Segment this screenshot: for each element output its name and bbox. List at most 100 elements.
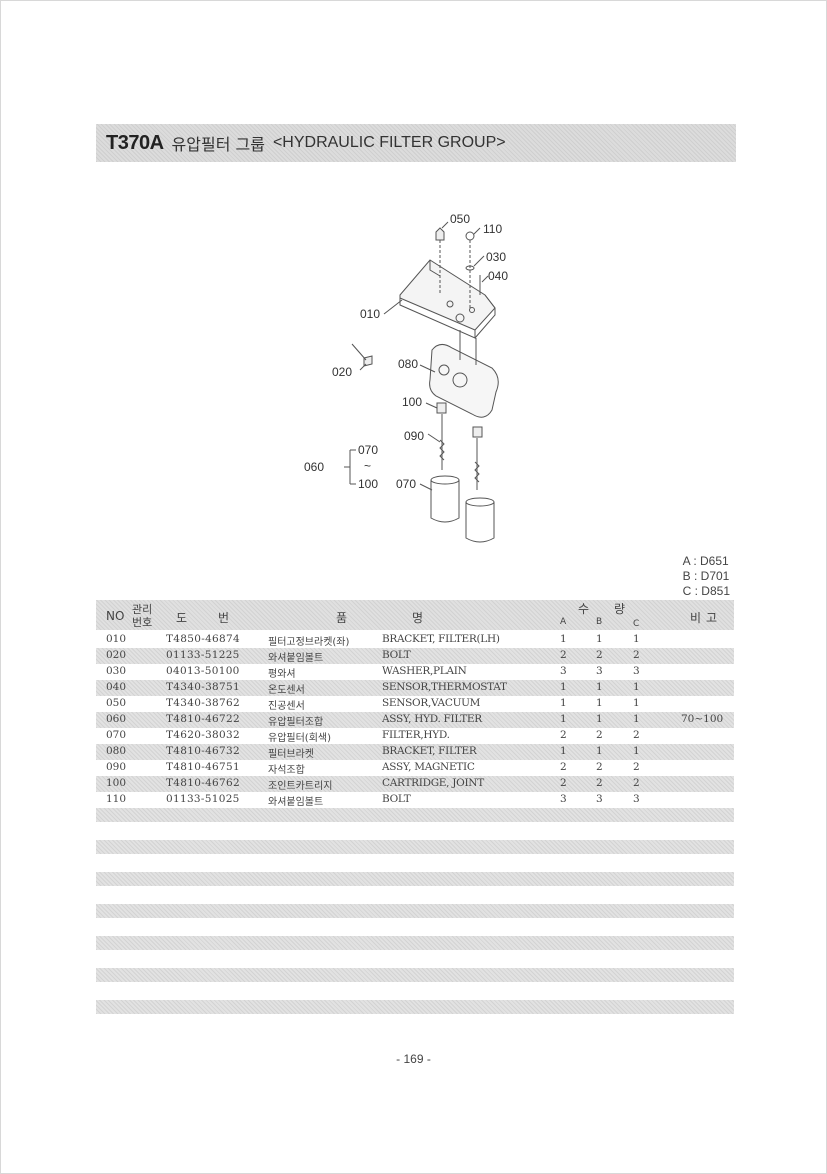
header-remark-1: 비 bbox=[690, 611, 702, 625]
cell-qty-a: 2 bbox=[560, 649, 567, 661]
header-qty-2: 량 bbox=[614, 602, 626, 616]
cell-no: 060 bbox=[106, 713, 127, 725]
table-header: NO 관리 번호 도 번 품 명 수 량 A B C 비 고 bbox=[96, 600, 734, 630]
cell-qty-b: 3 bbox=[596, 665, 603, 677]
blank-band bbox=[96, 904, 734, 918]
model-b: B : D701 bbox=[682, 569, 730, 583]
blank-band bbox=[96, 872, 734, 886]
cell-part-number: T4810-46751 bbox=[166, 761, 240, 773]
cell-qty-a: 3 bbox=[560, 793, 567, 805]
cell-name-english: ASSY, HYD. FILTER bbox=[382, 713, 482, 725]
callout-060-range-start: 070 bbox=[358, 443, 378, 457]
cell-qty-b: 2 bbox=[596, 729, 603, 741]
cell-qty-b: 1 bbox=[596, 697, 603, 709]
cell-name-english: BOLT bbox=[382, 793, 411, 805]
cell-qty-b: 3 bbox=[596, 793, 603, 805]
cell-qty-a: 2 bbox=[560, 777, 567, 789]
cell-no: 010 bbox=[106, 633, 127, 645]
cell-part-number: T4620-38032 bbox=[166, 729, 240, 741]
cell-name-korean: 조인트카트리지 bbox=[268, 781, 333, 792]
cell-qty-c: 2 bbox=[633, 729, 640, 741]
group-title-korean: 유압필터 그룹 bbox=[171, 135, 265, 154]
cell-qty-c: 2 bbox=[633, 777, 640, 789]
cell-name-korean: 와셔붙임볼트 bbox=[268, 797, 324, 808]
cell-no: 040 bbox=[106, 681, 127, 693]
callout-040: 040 bbox=[488, 269, 508, 283]
cell-name-korean: 와셔붙임볼트 bbox=[268, 653, 324, 664]
cell-part-number: T4850-46874 bbox=[166, 633, 240, 645]
cell-qty-c: 1 bbox=[633, 681, 640, 693]
cell-qty-c: 1 bbox=[633, 697, 640, 709]
cell-name-english: ASSY, MAGNETIC bbox=[382, 761, 475, 773]
cell-no: 100 bbox=[106, 777, 127, 789]
group-title-english: <HYDRAULIC FILTER GROUP> bbox=[272, 134, 506, 151]
blank-band bbox=[96, 968, 734, 982]
cell-name-korean: 유압필터조합 bbox=[268, 717, 324, 728]
cell-name-english: SENSOR,VACUUM bbox=[382, 697, 481, 709]
header-no: NO bbox=[106, 609, 125, 623]
cell-no: 070 bbox=[106, 729, 127, 741]
cell-name-korean: 필터브라켓 bbox=[268, 749, 314, 760]
cell-name-english: CARTRIDGE, JOINT bbox=[382, 777, 484, 789]
bracket-plate bbox=[399, 259, 496, 331]
cell-part-number: 01133-51025 bbox=[166, 793, 240, 805]
callout-010: 010 bbox=[360, 307, 380, 321]
callout-030: 030 bbox=[486, 250, 506, 264]
header-part-no-1: 도 bbox=[176, 611, 188, 625]
cell-no: 030 bbox=[106, 665, 127, 677]
cell-part-number: T4810-46722 bbox=[166, 713, 240, 725]
cell-qty-a: 1 bbox=[560, 697, 567, 709]
cell-qty-c: 3 bbox=[633, 793, 640, 805]
model-a: A : D651 bbox=[682, 554, 729, 568]
model-c: C : D851 bbox=[682, 584, 730, 598]
callout-050: 050 bbox=[450, 212, 470, 226]
callout-090: 090 bbox=[404, 429, 424, 443]
cell-name-english: SENSOR,THERMOSTAT bbox=[382, 681, 507, 693]
callout-070: 070 bbox=[396, 477, 416, 491]
callout-100: 100 bbox=[402, 395, 422, 409]
cell-qty-b: 2 bbox=[596, 777, 603, 789]
cell-qty-a: 2 bbox=[560, 729, 567, 741]
cell-qty-a: 1 bbox=[560, 713, 567, 725]
title-bar: T370A 유압필터 그룹 <HYDRAULIC FILTER GROUP> bbox=[96, 124, 736, 162]
callout-060: 060 bbox=[304, 460, 324, 474]
cell-qty-b: 1 bbox=[596, 681, 603, 693]
cell-name-english: BOLT bbox=[382, 649, 411, 661]
model-legend: A : D651 B : D701 C : D851 bbox=[683, 554, 730, 599]
cell-no: 020 bbox=[106, 649, 127, 661]
cell-qty-a: 3 bbox=[560, 665, 567, 677]
cell-qty-b: 2 bbox=[596, 761, 603, 773]
cell-name-english: FILTER,HYD. bbox=[382, 729, 450, 741]
page-number: - 169 - bbox=[396, 1052, 431, 1066]
cell-name-korean: 유압필터(회색) bbox=[268, 733, 332, 744]
header-mgmt-top: 관리 bbox=[132, 603, 153, 616]
callout-110: 110 bbox=[483, 222, 502, 236]
cell-qty-c: 2 bbox=[633, 761, 640, 773]
cell-name-english: BRACKET, FILTER(LH) bbox=[382, 633, 500, 645]
filter-bracket-block bbox=[429, 344, 499, 418]
cell-qty-c: 1 bbox=[633, 633, 640, 645]
blank-band bbox=[96, 936, 734, 950]
header-qty-b: B bbox=[596, 617, 603, 627]
header-mgmt-bottom: 번호 bbox=[132, 616, 153, 629]
header-name-1: 품 bbox=[336, 611, 348, 625]
cell-qty-b: 2 bbox=[596, 649, 603, 661]
cell-part-number: 01133-51225 bbox=[166, 649, 240, 661]
callout-060-range-end: 100 bbox=[358, 477, 378, 491]
cell-qty-b: 1 bbox=[596, 745, 603, 757]
blank-band bbox=[96, 840, 734, 854]
cell-name-korean: 진공센서 bbox=[268, 701, 305, 712]
cell-qty-c: 1 bbox=[633, 713, 640, 725]
group-code: T370A bbox=[106, 131, 164, 154]
cell-no: 080 bbox=[106, 745, 127, 757]
cell-qty-a: 1 bbox=[560, 633, 567, 645]
cell-name-english: BRACKET, FILTER bbox=[382, 745, 477, 757]
